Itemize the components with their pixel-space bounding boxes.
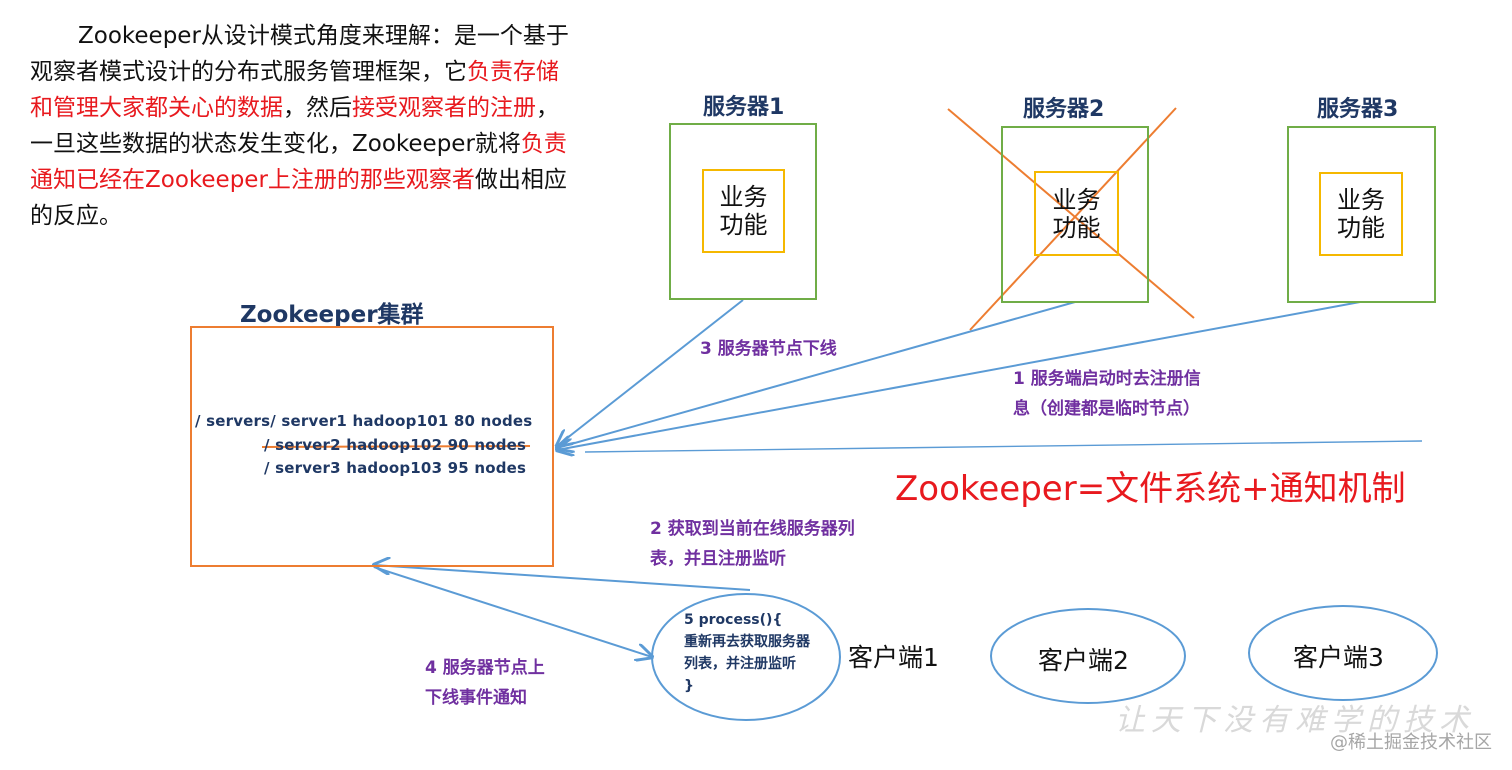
- client3-label: 客户端3: [1293, 643, 1384, 672]
- server2-strikethrough: [261, 445, 531, 448]
- cluster-box: [190, 326, 554, 567]
- intro-paragraph: Zookeeper从设计模式角度来理解：是一个基于观察者模式设计的分布式服务管理…: [30, 18, 575, 234]
- step4-label: 4 服务器节点上 下线事件通知: [425, 653, 545, 713]
- step4-line2: 下线事件通知: [425, 688, 527, 708]
- server3-service-box: 业务功能: [1319, 172, 1403, 256]
- formula-text: Zookeeper=文件系统+通知机制: [895, 469, 1406, 509]
- client1-label: 客户端1: [848, 643, 939, 672]
- intro-highlight-2: 接受观察者的注册: [352, 95, 536, 121]
- client1-ellipse: [651, 593, 841, 721]
- arrow-server2-to-cluster: [557, 301, 1076, 448]
- step1-line2: 息（创建都是临时节点）: [1013, 399, 1200, 419]
- step2-line1: 2 获取到当前在线服务器列: [650, 519, 855, 539]
- server2-service-line2: 功能: [1052, 213, 1101, 242]
- arrow-client-to-cluster: [374, 565, 751, 591]
- step1-label: 1 服务端启动时去注册信 息（创建都是临时节点）: [1013, 364, 1201, 424]
- intro-text-2: ，然后: [283, 95, 352, 121]
- watermark-slogan: 让天下没有难学的技术: [1115, 703, 1475, 738]
- server1-title: 服务器1: [703, 95, 785, 120]
- step3-label: 3 服务器节点下线: [700, 339, 837, 359]
- process-callback: 5 process(){ 重新再去获取服务器 列表，并注册监听 }: [684, 609, 810, 697]
- node-server2: / server2 hadoop102 90 nodes: [264, 436, 527, 454]
- server1-service-line1: 业务: [719, 183, 768, 211]
- process-line2: 重新再去获取服务器: [684, 634, 810, 650]
- cross-line-1: [947, 108, 1195, 319]
- cluster-title: Zookeeper集群: [240, 302, 424, 328]
- cross-line-2: [969, 107, 1177, 331]
- server2-title: 服务器2: [1023, 97, 1105, 122]
- arrow-server3-to-cluster: [557, 301, 1361, 450]
- client3-ellipse: [1248, 605, 1438, 701]
- intro-highlight-1: 负责存储和管理大家都关心的数据: [30, 59, 559, 121]
- server1-service-line2: 功能: [719, 211, 768, 239]
- process-line3: 列表，并注册监听: [684, 656, 796, 672]
- server1-box: [669, 123, 817, 300]
- intro-text-3: ，一旦这些数据的状态发生变化，Zookeeper就将: [30, 95, 559, 157]
- server3-service-line2: 功能: [1337, 214, 1385, 242]
- divider-line: [584, 440, 1423, 453]
- arrow-cluster-to-client: [373, 566, 652, 657]
- arrow-server1-to-cluster: [557, 299, 744, 446]
- step2-label: 2 获取到当前在线服务器列 表，并且注册监听: [650, 514, 855, 574]
- node-server3: / server3 hadoop103 95 nodes: [264, 459, 527, 477]
- step2-line2: 表，并且注册监听: [650, 549, 786, 569]
- node-server1: / servers/ server1 hadoop101 80 nodes: [195, 412, 533, 430]
- process-line1: 5 process(){: [684, 612, 783, 628]
- intro-text-1: Zookeeper从设计模式角度来理解：是一个基于观察者模式设计的分布式服务管理…: [30, 23, 569, 85]
- server2-service-line1: 业务: [1052, 185, 1101, 214]
- server3-title: 服务器3: [1317, 97, 1399, 122]
- server2-service-box: 业务功能: [1034, 171, 1119, 256]
- step4-line1: 4 服务器节点上: [425, 658, 545, 678]
- client2-ellipse: [990, 608, 1186, 704]
- watermark-site: @稀土掘金技术社区: [1330, 732, 1492, 753]
- intro-highlight-3: 负责通知已经在Zookeeper上注册的那些观察者: [30, 131, 567, 193]
- server2-box: [1001, 126, 1149, 303]
- process-line4: }: [684, 678, 694, 694]
- server3-service-line1: 业务: [1337, 186, 1385, 214]
- intro-text-4: 做出相应的反应。: [30, 167, 567, 229]
- server3-box: [1287, 126, 1436, 303]
- server1-service-box: 业务功能: [702, 169, 785, 253]
- client2-label: 客户端2: [1038, 646, 1129, 675]
- step1-line1: 1 服务端启动时去注册信: [1013, 369, 1201, 389]
